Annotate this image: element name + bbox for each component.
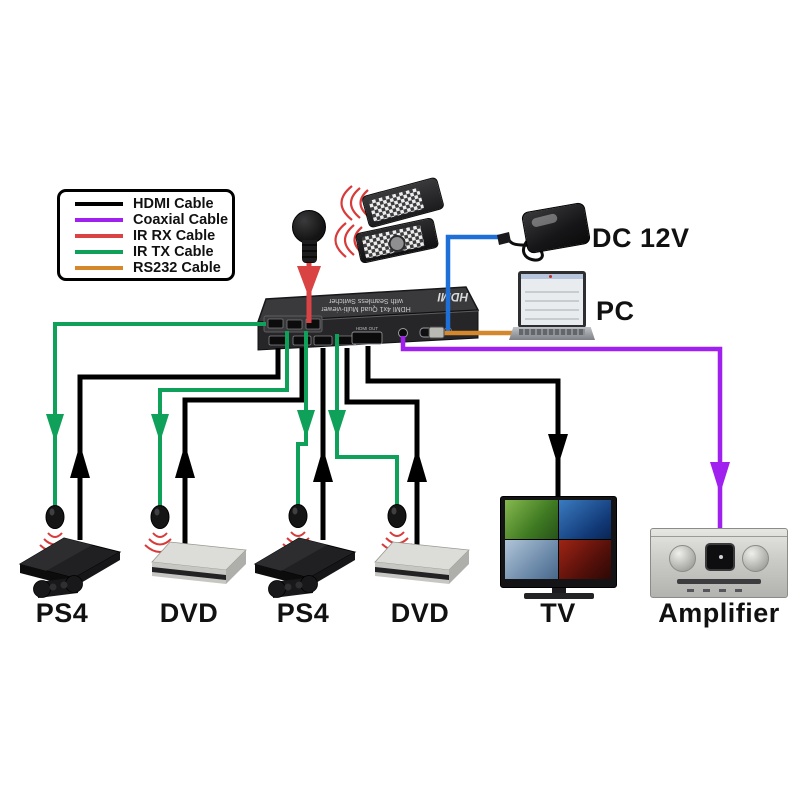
amp-disc-slot [677, 579, 761, 584]
hdmi-cable-ps4-1 [77, 348, 281, 540]
hdmi-out-port [351, 331, 383, 345]
arrow-up-icon [407, 448, 427, 482]
hdmi-out-label: HDMI OUT [356, 326, 378, 331]
coaxial-cable-swatch [75, 218, 123, 222]
amp-display-dot [719, 555, 723, 559]
tv-stand-base [524, 593, 594, 599]
ir-tx-arrows [46, 410, 346, 442]
tv-quad-screen [505, 500, 611, 579]
amp-knob-left [669, 545, 696, 572]
pc-display [521, 274, 583, 325]
arrow-up-icon [313, 448, 333, 482]
pc-keyboard [519, 329, 585, 335]
arrow-down-icon [297, 410, 315, 438]
hdmi-switcher: HDMI 4x1 Quad Multi-viewer with Seamless… [256, 286, 480, 351]
ir-receiver-stalk [302, 240, 317, 263]
tv [500, 496, 617, 602]
hdmi-arrows [70, 434, 568, 482]
tv-quadrant-4 [558, 540, 611, 579]
ir-tx-port-1 [267, 318, 284, 329]
pc-window-titlebar [521, 274, 583, 279]
svg-text:HDMI: HDMI [437, 290, 468, 304]
ir-tx-port-2 [286, 319, 303, 330]
arrow-down-icon [297, 266, 321, 298]
ir-emitters [39, 504, 413, 553]
hdmi-cable-swatch [75, 202, 123, 206]
label-tv: TV [540, 598, 576, 628]
amplifier [650, 528, 788, 598]
legend-row: RS232 Cable [74, 260, 232, 276]
ir-rx-cable-swatch [75, 234, 123, 238]
amp-buttons [687, 589, 751, 592]
svg-text:HDMI 4x1 Quad Multi-viewer: HDMI 4x1 Quad Multi-viewer [321, 305, 411, 312]
tv-stand-neck [552, 588, 566, 593]
legend-row: IR TX Cable [74, 244, 232, 260]
pc-window-content [525, 284, 579, 321]
svg-text:with Seamless Switcher: with Seamless Switcher [328, 297, 404, 304]
label-dvd-1: DVD [159, 598, 219, 628]
legend-row: Coaxial Cable [74, 212, 232, 228]
ir-tx-cables [53, 322, 399, 510]
ir-tx-cable-4 [335, 334, 399, 510]
label-amplifier: Amplifier [658, 598, 780, 628]
ir-tx-cable-swatch [75, 250, 123, 254]
ir-tx-cable-1 [53, 322, 266, 510]
ir-emitter-2 [144, 505, 176, 553]
amp-display [705, 543, 735, 571]
hdmi-in-port-3 [313, 335, 333, 346]
arrow-down-icon [151, 414, 169, 442]
ps4-controller [33, 575, 83, 598]
dc-power-cable [445, 234, 508, 331]
ps4-console-2 [253, 537, 357, 598]
ir-tx-cable-3 [296, 331, 308, 510]
tv-quadrant-2 [558, 500, 611, 539]
arrow-down-icon [46, 414, 64, 442]
ir-receiver-icon [292, 210, 326, 244]
coaxial-cable [400, 336, 723, 532]
adapter-glint [530, 212, 559, 228]
legend-label: RS232 Cable [133, 260, 221, 276]
hdmi-in-port-1 [268, 335, 288, 346]
ir-tx-cable-2 [158, 331, 289, 510]
arrow-down-icon [710, 462, 730, 494]
arrow-up-icon [70, 444, 90, 478]
legend-label: IR TX Cable [133, 244, 214, 260]
amp-top-line [651, 536, 787, 537]
adapter-plug [497, 232, 511, 245]
vga-connector [428, 326, 445, 339]
dvd-player-1 [151, 541, 247, 584]
hdmi-cable-dvd-2 [344, 348, 420, 545]
dvd-player-2 [374, 541, 470, 584]
label-ps4-1: PS4 [35, 598, 89, 628]
legend-row: HDMI Cable [74, 196, 232, 212]
hdmi-logo: HDMI [437, 290, 468, 304]
rs232-cable-swatch [75, 266, 123, 270]
legend-row: IR RX Cable [74, 228, 232, 244]
pc-laptop-screen [518, 271, 586, 328]
label-dvd-2: DVD [390, 598, 450, 628]
arrow-down-icon [548, 434, 568, 466]
tv-quadrant-1 [505, 500, 558, 539]
pc-window-dot [549, 275, 552, 278]
tv-quadrant-3 [505, 540, 558, 579]
arrow-up-icon [175, 444, 195, 478]
amp-knob-right [742, 545, 769, 572]
legend-label: HDMI Cable [133, 196, 214, 212]
pc-label: PC [596, 296, 635, 326]
cable-legend: HDMI Cable Coaxial Cable IR RX Cable IR … [57, 189, 235, 281]
label-ps4-2: PS4 [276, 598, 330, 628]
pc-laptop-base [509, 327, 595, 340]
legend-label: IR RX Cable [133, 228, 216, 244]
legend-label: Coaxial Cable [133, 212, 229, 228]
arrow-down-icon [328, 410, 346, 438]
hdmi-in-port-2 [292, 335, 312, 346]
ps4-controller [268, 575, 318, 598]
dc-label: DC 12V [592, 223, 690, 253]
ps4-console-1 [18, 537, 122, 598]
switcher-title-text: HDMI 4x1 Quad Multi-viewer with Seamless… [321, 297, 411, 312]
